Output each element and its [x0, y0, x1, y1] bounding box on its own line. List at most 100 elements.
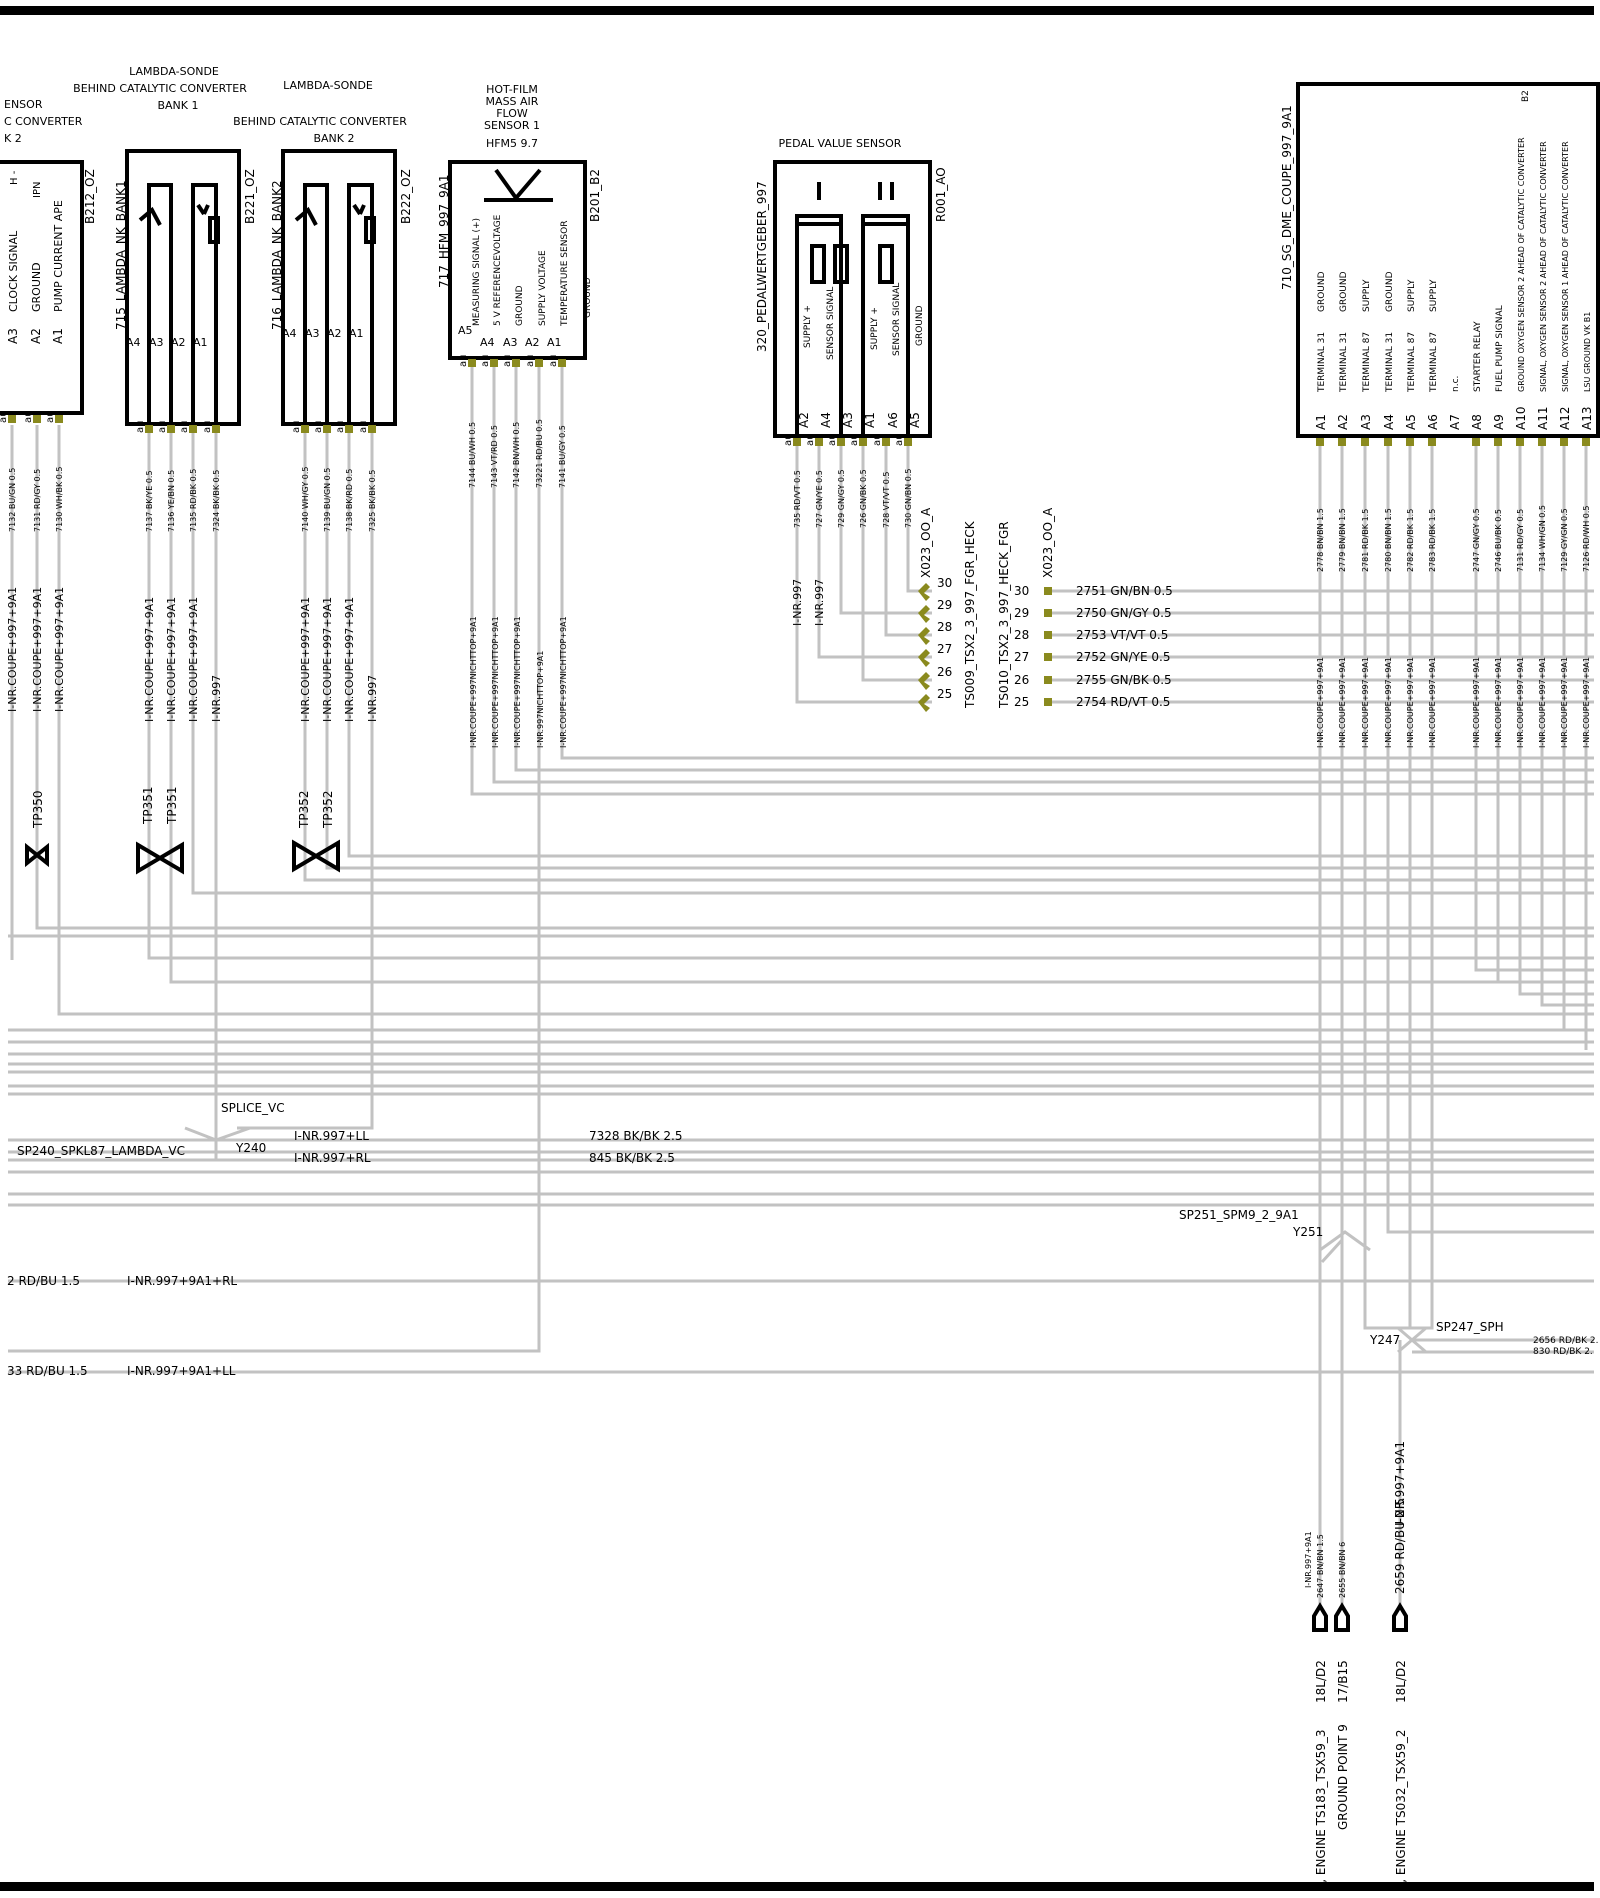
ground-3-net: I-NR.997+9A1 — [1393, 1441, 1407, 1526]
dme-pin-terminal — [1472, 438, 1480, 446]
b222-pin-suffix: au — [313, 421, 324, 433]
r001-pin-terminal — [904, 438, 912, 446]
dme-net-label: I-NR.COUPE+997+9A1 — [1560, 657, 1569, 748]
ts009-pin-arrow — [918, 694, 930, 712]
b222-net-label: I-NR.997 — [366, 675, 379, 722]
dme-wire-tag: 2781 RD/BK 1.5 — [1361, 509, 1370, 572]
b212-pin-a3: A3 — [6, 328, 20, 344]
dme-pin-terminal — [1361, 438, 1369, 446]
ts010-pin-number: 28 — [1014, 628, 1029, 642]
dme-wire-tag: 2778 BN/BN 1.5 — [1316, 508, 1325, 572]
dme-pin-function: SUPPLY — [1429, 279, 1439, 312]
b201-title-2: MASS AIR — [486, 95, 539, 108]
line-ll-net: I-NR.997+LL — [294, 1129, 369, 1143]
ts009-pin-arrow — [918, 649, 930, 667]
dme-pin-terminal: TERMINAL 31 — [1339, 332, 1349, 393]
b222-pin-suffix: au — [358, 421, 369, 433]
ts010-wire-label: 2750 GN/GY 0.5 — [1076, 606, 1172, 620]
dme-pin-terminal: GROUND OXYGEN SENSOR 2 AHEAD OF CATALYTI… — [1517, 137, 1526, 392]
sp247-name: SP247_SPH — [1436, 1320, 1504, 1334]
dme-pin-number: A8 — [1470, 414, 1484, 430]
b221-title-2: BEHIND CATALYTIC CONVERTER — [73, 82, 247, 95]
b201-name: 717_HFM_997_9A1 — [437, 174, 451, 288]
b201-label-5v: 5 V REFERENCEVOLTAGE — [493, 214, 503, 326]
line-rdbu-rl-wire: 2 RD/BU 1.5 — [7, 1274, 80, 1288]
dme-pin-terminal — [1560, 438, 1568, 446]
dme-pin-terminal: LSU GROUND VK B1 — [1583, 312, 1592, 392]
sp247-wire-2: 830 RD/BK 2. — [1533, 1347, 1593, 1357]
dme-pin-terminal — [1428, 438, 1436, 446]
ts010-code: X023_OO_A — [1041, 507, 1055, 578]
ts009-pin-number: 26 — [937, 665, 952, 679]
b201-pin-terminal — [490, 359, 498, 367]
r001-label-signal-2: SENSOR SIGNAL — [892, 283, 902, 356]
ts010-wire-label: 2752 GN/YE 0.5 — [1076, 650, 1170, 664]
ts009-pin-arrow — [918, 627, 930, 645]
splice-vc-id: Y240 — [235, 1141, 266, 1155]
b201-net-label: I-NR.997NICHTTOP+9A1 — [536, 651, 545, 748]
dme-pin-terminal — [1406, 438, 1414, 446]
ts010-pin-number: 25 — [1014, 695, 1029, 709]
dme-pin-terminal — [1582, 438, 1590, 446]
r001-pin-suffix: au — [849, 434, 860, 446]
b221-net-label: I-NR.997 — [210, 675, 223, 722]
dme-wire-tag: 7134 WH/GN 0.5 — [1538, 505, 1547, 572]
line-rl-net: I-NR.997+RL — [294, 1151, 371, 1165]
sp247-wire-1: 2656 RD/BK 2. — [1533, 1336, 1599, 1346]
r001-labels: PEDAL VALUE SENSOR 320_PEDALWERTGEBER_99… — [755, 137, 948, 428]
dme-pin-function: SUPPLY — [1362, 279, 1372, 312]
dme-pin-number: A10 — [1514, 407, 1528, 430]
b201-labels: HOT-FILM MASS AIR FLOW SENSOR 1 HFM5 9.7… — [437, 83, 602, 349]
b201-wire-tag: 7142 BN/WH 0.5 — [512, 422, 521, 488]
b212-pin-terminal — [8, 415, 16, 423]
b222-wire-tag: 7138 BK/RD 0.5 — [345, 469, 354, 532]
component-dme — [1296, 82, 1600, 438]
b201-pin-a3: A3 — [503, 336, 518, 349]
dme-code: B2 — [1521, 90, 1531, 102]
b221-pin-suffix: au — [157, 421, 168, 433]
b222-net-label: I-NR.COUPE+997+9A1 — [321, 597, 334, 722]
r001-wire-tag: 729 GN/GY 0.5 — [837, 469, 846, 528]
dme-pin-number: A3 — [1359, 414, 1373, 430]
b201-title-1: HOT-FILM — [486, 83, 538, 96]
sp251-name: SP251_SPM9_2_9A1 — [1179, 1208, 1299, 1222]
r001-name: 320_PEDALWERTGEBER_997 — [755, 181, 769, 352]
dme-pin-number: A13 — [1580, 407, 1594, 430]
ts009-pin-arrow — [918, 605, 930, 623]
b201-pin-terminal — [468, 359, 476, 367]
ts010-pin-number: 30 — [1014, 584, 1029, 598]
dme-pin-number: A6 — [1426, 414, 1440, 430]
b222-pin-terminal — [368, 425, 376, 433]
line-rl-wire: 845 BK/BK 2.5 — [589, 1151, 675, 1165]
b221-title-1: LAMBDA-SONDE — [129, 65, 219, 78]
b212-pin-terminal — [33, 415, 41, 423]
b201-pin-a1: A1 — [547, 336, 562, 349]
dme-net-label: I-NR.COUPE+997+9A1 — [1316, 657, 1325, 748]
b201-net-label: I-NR.COUPE+997NICHTTOP+9A1 — [513, 616, 522, 748]
b222-pin-a3: A3 — [305, 327, 320, 340]
r001-pin-suffix: au — [872, 434, 883, 446]
b212-label-ipn: IPN — [32, 182, 43, 198]
dme-pin-terminal: STARTER RELAY — [1473, 321, 1483, 392]
line-rdbu-ll-wire: 33 RD/BU 1.5 — [7, 1364, 88, 1378]
ts010-wire-label: 2751 GN/BN 0.5 — [1076, 584, 1173, 598]
b222-labels: LAMBDA-SONDE BEHIND CATALYTIC CONVERTER … — [233, 79, 413, 340]
dme-wire-tag: 2780 BN/BN 1.5 — [1384, 508, 1393, 572]
r001-pin-terminal — [837, 438, 845, 446]
ground-3-name: P, ENGINE TS032_TSX59_2 — [1394, 1729, 1408, 1890]
b222-pin-a2: A2 — [327, 327, 342, 340]
b201-label-temp: TEMPERATURE SENSOR — [560, 221, 570, 327]
dme-wire-tag: 2783 RD/BK 1.5 — [1428, 509, 1437, 572]
b212-labels: ENSOR C CONVERTER K 2 B212_OZ H - IPN CL… — [4, 98, 97, 344]
tp352-label-a: TP352 — [297, 791, 311, 829]
r001-pin-a1: A1 — [863, 412, 877, 428]
dme-net-label: I-NR.COUPE+997+9A1 — [1428, 657, 1437, 748]
dme-net-label: I-NR.COUPE+997+9A1 — [1406, 657, 1415, 748]
bottom-frame-bar — [0, 1882, 1594, 1891]
ground-2-ref: 17/B15 — [1336, 1660, 1350, 1703]
b221-pin-terminal — [212, 425, 220, 433]
dme-pin-terminal: FUEL PUMP SIGNAL — [1495, 305, 1505, 392]
b212-net-label: I-NR.COUPE+997+9A1 — [31, 587, 44, 712]
